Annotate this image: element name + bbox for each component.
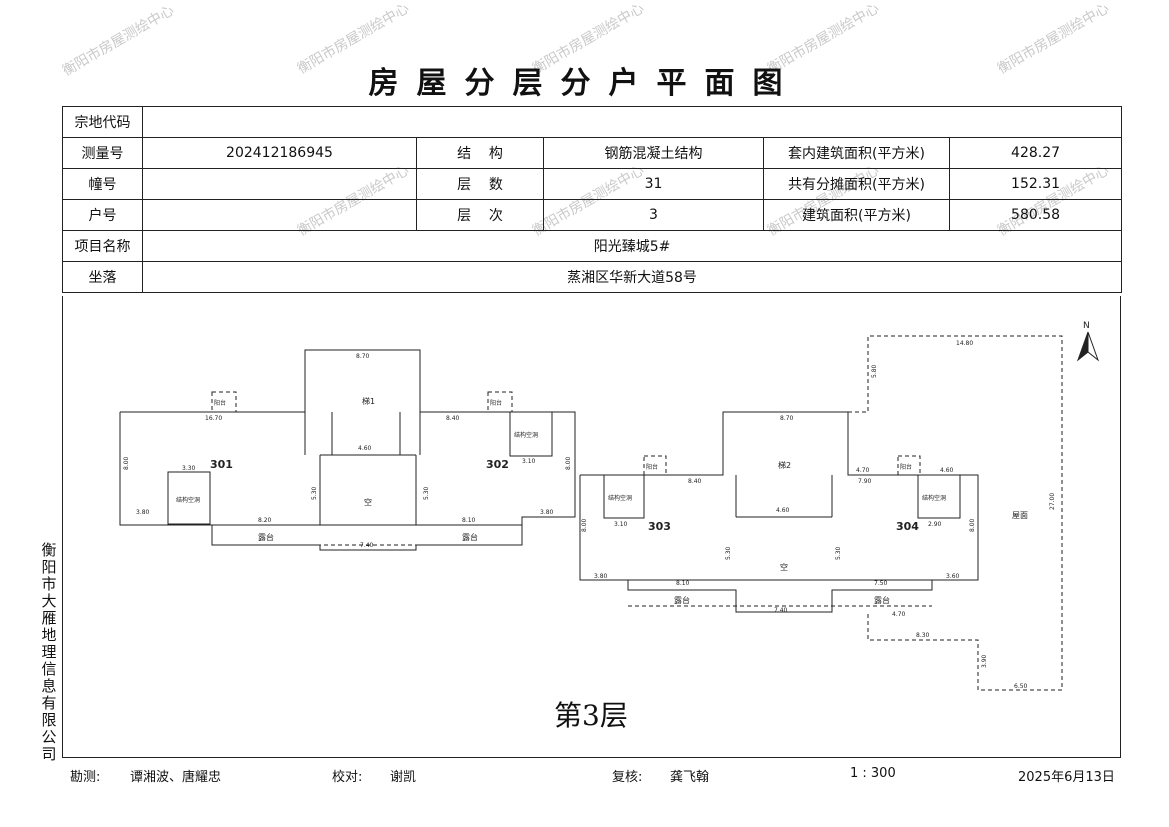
terrace-label: 露台	[462, 532, 478, 542]
building-area-label: 建筑面积(平方米)	[763, 199, 950, 231]
dimension-label: 4.70	[856, 467, 870, 474]
project-value: 阳光臻城5#	[141, 230, 1123, 262]
floors-value: 31	[543, 168, 764, 200]
dimension-label: 6.50	[1014, 683, 1028, 690]
dimension-label: 14.80	[956, 340, 973, 347]
dimension-label: 4.60	[776, 507, 790, 514]
dimension-label: 7.90	[858, 478, 872, 485]
dimension-label: 8.40	[688, 478, 702, 485]
dimension-label: 8.10	[462, 517, 476, 524]
shared-area-label: 共有分摊面积(平方米)	[763, 168, 950, 200]
dimension-label: 5.30	[423, 486, 430, 500]
dimension-label: 8.00	[123, 456, 130, 470]
unit-label-301: 301	[210, 458, 233, 471]
unit-no-value	[142, 199, 417, 231]
structure-void-label: 结构空洞	[176, 496, 200, 504]
dimension-label: 3.30	[182, 465, 196, 472]
stair-2-label: 梯2	[778, 460, 791, 470]
dimension-label: 5.30	[311, 486, 318, 500]
unit-label-304: 304	[896, 520, 919, 533]
structure-void-label: 结构空洞	[514, 431, 538, 439]
left-block-dashed	[211, 391, 522, 546]
dimension-labels: 8.70 16.70 8.40 4.60 3.30 3.10 3.80 8.20…	[123, 340, 1056, 690]
dimension-label: 8.00	[969, 518, 976, 532]
dimension-label: 3.90	[981, 654, 988, 668]
structure-void-label: 结构空洞	[608, 494, 632, 502]
north-label: N	[1083, 321, 1090, 331]
dimension-label: 3.80	[540, 509, 554, 516]
roof-area-label: 屋面	[1012, 511, 1028, 520]
dimension-label: 3.60	[946, 573, 960, 580]
void-label-left: 空	[364, 497, 372, 507]
location-label: 坐落	[62, 261, 143, 293]
dimension-label: 8.00	[581, 518, 588, 532]
inner-area-label: 套内建筑面积(平方米)	[763, 137, 950, 169]
scale: 1 : 300	[850, 766, 896, 781]
dimension-label: 16.70	[205, 415, 222, 422]
page-title: 房屋分层分户平面图	[368, 66, 801, 101]
dimension-label: 27.00	[1049, 493, 1056, 510]
dimension-label: 3.10	[614, 521, 628, 528]
dimension-label: 4.60	[940, 467, 954, 474]
dimension-label: 8.10	[676, 580, 690, 587]
dimension-label: 5.80	[871, 364, 878, 378]
balcony-label: 阳台	[490, 399, 502, 407]
dimension-label: 4.70	[892, 611, 906, 618]
info-table: 宗地代码 测量号 202412186945 结 构 钢筋混凝土结构 套内建筑面积…	[62, 106, 1123, 293]
dimension-label: 8.70	[780, 415, 794, 422]
left-block-outline	[119, 349, 576, 551]
building-no-value	[142, 168, 417, 200]
review-value: 龚飞翰	[670, 770, 710, 785]
terrace-label: 露台	[874, 595, 890, 605]
unit-label-303: 303	[648, 520, 671, 533]
terrace-label: 露台	[674, 595, 690, 605]
dimension-label: 8.40	[446, 415, 460, 422]
dimension-label: 8.20	[258, 517, 272, 524]
right-block-dashed	[628, 335, 1063, 691]
structure-void-label: 结构空洞	[922, 494, 946, 502]
dimension-label: 4.60	[358, 445, 372, 452]
dimension-label: 2.90	[928, 521, 942, 528]
dimension-label: 7.50	[874, 580, 888, 587]
balcony-label: 阳台	[900, 463, 912, 471]
check-value: 谢凯	[390, 770, 417, 785]
survey-value: 谭湘波、唐耀忠	[130, 770, 222, 785]
building-area-value: 580.58	[948, 199, 1123, 231]
floor-plan-frame	[62, 296, 1121, 758]
dimension-label: 8.30	[916, 632, 930, 639]
balcony-label: 阳台	[646, 463, 658, 471]
dimension-label: 5.30	[835, 546, 842, 560]
review-label: 复核:	[612, 770, 643, 785]
dimension-label: 7.40	[360, 542, 374, 549]
terrace-label: 露台	[258, 532, 274, 542]
dimension-label: 5.30	[725, 546, 732, 560]
north-arrow-icon	[1076, 331, 1100, 362]
unit-label-302: 302	[486, 458, 509, 471]
survey-label: 勘测:	[70, 770, 101, 785]
void-label-right: 空	[780, 562, 788, 572]
parcel-code-label: 宗地代码	[62, 106, 143, 138]
floors-label: 层 数	[416, 168, 544, 200]
building-no-label: 幢号	[62, 168, 143, 200]
stair-1-label: 梯1	[362, 396, 375, 406]
check-label: 校对:	[332, 770, 363, 785]
floor-seq-value: 3	[543, 199, 764, 231]
company-name: 衡阳市大雁地理信息有限公司	[41, 541, 57, 763]
floor-label: 第3层	[554, 699, 628, 732]
location-value: 蒸湘区华新大道58号	[141, 261, 1123, 293]
dimension-label: 7.40	[774, 607, 788, 614]
dimension-label: 8.00	[565, 456, 572, 470]
right-block-outline	[579, 411, 979, 613]
dimension-label: 3.10	[522, 458, 536, 465]
structure-value: 钢筋混凝土结构	[543, 137, 764, 169]
dimension-label: 8.70	[356, 353, 370, 360]
date: 2025年6月13日	[1018, 770, 1115, 785]
dimension-label: 3.80	[594, 573, 608, 580]
balcony-label: 阳台	[214, 399, 226, 407]
dimension-label: 3.80	[136, 509, 150, 516]
